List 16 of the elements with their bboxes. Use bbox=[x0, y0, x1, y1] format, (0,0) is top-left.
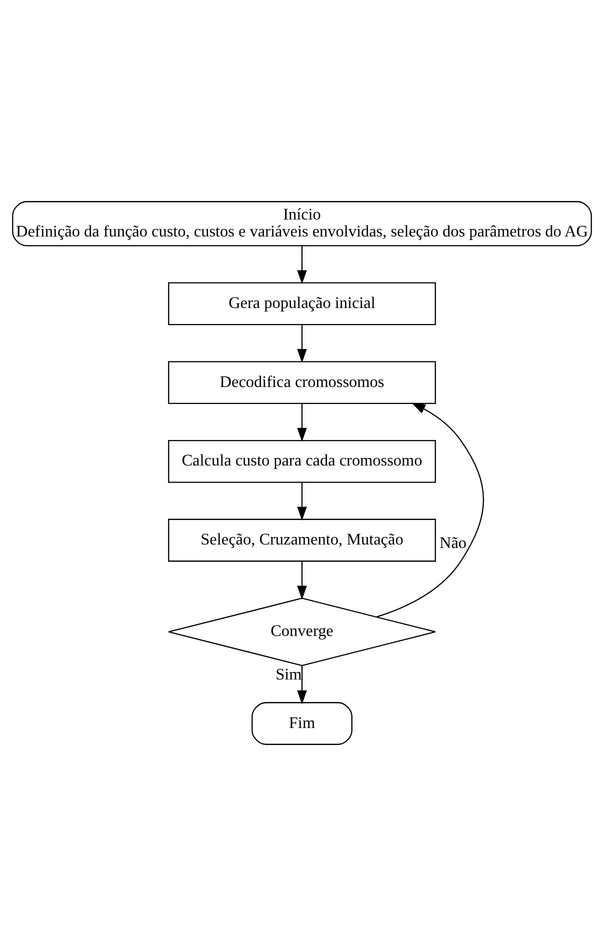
arrow bbox=[297, 665, 307, 704]
arrow bbox=[297, 324, 307, 362]
node-box: Seleção, Cruzamento, Mutação bbox=[168, 518, 436, 562]
node-diamond: Converge bbox=[168, 597, 436, 666]
node-box: Fim bbox=[252, 702, 352, 744]
arrow bbox=[297, 482, 307, 520]
edge-label: Sim bbox=[276, 665, 302, 684]
node-box: Calcula custo para cada cromossomo bbox=[168, 439, 436, 482]
arrow bbox=[297, 403, 307, 442]
arrow bbox=[297, 560, 307, 600]
edge-label: Não bbox=[439, 533, 467, 552]
arrow bbox=[297, 246, 307, 284]
node-box: Gera população inicial bbox=[168, 282, 436, 325]
node-box: Decodifica cromossomos bbox=[168, 360, 436, 404]
node-box: Início Definição da função custo, custos e variáveis envolvidas, seleção dos parâmetros do AG bbox=[12, 200, 592, 246]
arrow bbox=[376, 402, 484, 617]
